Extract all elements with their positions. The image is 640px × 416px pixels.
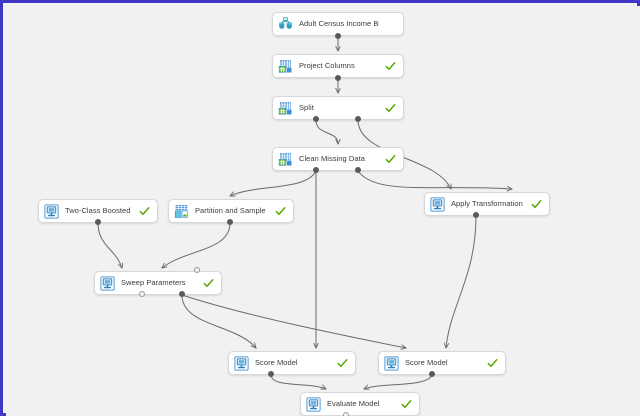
node-sweep-parameters[interactable]: Sweep Parameters bbox=[94, 271, 222, 295]
output-port-score-model-right-0[interactable] bbox=[429, 371, 435, 377]
node-label: Clean Missing Data bbox=[299, 154, 365, 163]
status-check-icon bbox=[275, 206, 286, 217]
output-port-sweep-parameters-0[interactable] bbox=[139, 291, 145, 297]
edge-partition-and-sample-to-sweep-parameters[interactable] bbox=[162, 222, 231, 268]
status-check-icon bbox=[401, 399, 412, 410]
status-check-icon bbox=[487, 358, 498, 369]
node-label: Adult Census Income Binary C... bbox=[299, 19, 379, 28]
data-transformation-icon bbox=[278, 59, 293, 74]
status-check-icon bbox=[385, 19, 396, 30]
edge-split-to-clean-missing-data[interactable] bbox=[315, 119, 338, 144]
output-port-two-class-boosted-decision-tree-0[interactable] bbox=[95, 219, 101, 225]
node-label: Partition and Sample bbox=[195, 206, 266, 215]
edge-score-model-left-to-evaluate-model[interactable] bbox=[270, 374, 326, 389]
output-port-sweep-parameters-1[interactable] bbox=[179, 291, 185, 297]
model-icon bbox=[44, 203, 59, 219]
node-label: Evaluate Model bbox=[327, 399, 380, 408]
model-icon bbox=[384, 355, 399, 371]
node-score-model-left[interactable]: Score Model bbox=[228, 351, 356, 375]
node-evaluate-model[interactable]: Evaluate Model bbox=[300, 392, 420, 416]
node-two-class-boosted-decision-tree[interactable]: Two-Class Boosted Decision T... bbox=[38, 199, 158, 223]
edge-two-class-boosted-decision-tree-to-sweep-parameters[interactable] bbox=[97, 222, 122, 268]
output-port-score-model-left-0[interactable] bbox=[268, 371, 274, 377]
data-transformation-icon bbox=[278, 101, 293, 116]
status-check-icon bbox=[531, 199, 542, 210]
node-label: Score Model bbox=[255, 358, 298, 367]
edge-apply-transformation-to-score-model-right[interactable] bbox=[446, 215, 477, 348]
node-split[interactable]: Split bbox=[272, 96, 404, 120]
status-check-icon bbox=[139, 206, 150, 217]
node-label: Split bbox=[299, 103, 314, 112]
node-label: Sweep Parameters bbox=[121, 278, 186, 287]
status-check-icon bbox=[385, 103, 396, 114]
status-check-icon bbox=[203, 278, 214, 289]
node-project-columns[interactable]: Project Columns bbox=[272, 54, 404, 78]
node-label: Score Model bbox=[405, 358, 448, 367]
model-icon bbox=[430, 196, 445, 212]
status-check-icon bbox=[385, 154, 396, 165]
output-port-project-columns-0[interactable] bbox=[335, 75, 341, 81]
output-port-partition-and-sample-0[interactable] bbox=[227, 219, 233, 225]
output-port-apply-transformation-0[interactable] bbox=[473, 212, 479, 218]
node-apply-transformation[interactable]: Apply Transformation bbox=[424, 192, 550, 216]
model-icon bbox=[100, 275, 115, 291]
node-label: Two-Class Boosted Decision T... bbox=[65, 206, 133, 215]
edge-score-model-right-to-evaluate-model[interactable] bbox=[364, 374, 433, 389]
edge-clean-missing-data-to-partition-and-sample[interactable] bbox=[230, 170, 317, 196]
node-score-model-right[interactable]: Score Model bbox=[378, 351, 506, 375]
model-icon bbox=[234, 355, 249, 371]
output-port-clean-missing-data-1[interactable] bbox=[355, 167, 361, 173]
edge-sweep-parameters-to-score-model-left[interactable] bbox=[181, 294, 256, 348]
node-label: Apply Transformation bbox=[451, 199, 523, 208]
model-icon bbox=[306, 396, 321, 412]
output-port-clean-missing-data-0[interactable] bbox=[313, 167, 319, 173]
node-label: Project Columns bbox=[299, 61, 355, 70]
output-port-adult-census-income-binary-classification-dataset-0[interactable] bbox=[335, 33, 341, 39]
node-clean-missing-data[interactable]: Clean Missing Data bbox=[272, 147, 404, 171]
experiment-canvas[interactable]: Adult Census Income Binary C... Project C… bbox=[6, 6, 640, 416]
edge-sweep-parameters-to-score-model-right[interactable] bbox=[181, 294, 406, 348]
dataset-icon bbox=[278, 16, 293, 32]
input-port-sweep-parameters-2[interactable] bbox=[194, 267, 200, 273]
node-adult-census-income-binary-classification-dataset[interactable]: Adult Census Income Binary C... bbox=[272, 12, 404, 36]
output-port-split-0[interactable] bbox=[313, 116, 319, 122]
edge-clean-missing-data-to-apply-transformation[interactable] bbox=[357, 170, 512, 189]
output-port-evaluate-model-0[interactable] bbox=[343, 412, 349, 416]
status-check-icon bbox=[337, 358, 348, 369]
output-port-split-1[interactable] bbox=[355, 116, 361, 122]
sample-icon bbox=[174, 204, 189, 219]
status-check-icon bbox=[385, 61, 396, 72]
data-transformation-icon bbox=[278, 152, 293, 167]
